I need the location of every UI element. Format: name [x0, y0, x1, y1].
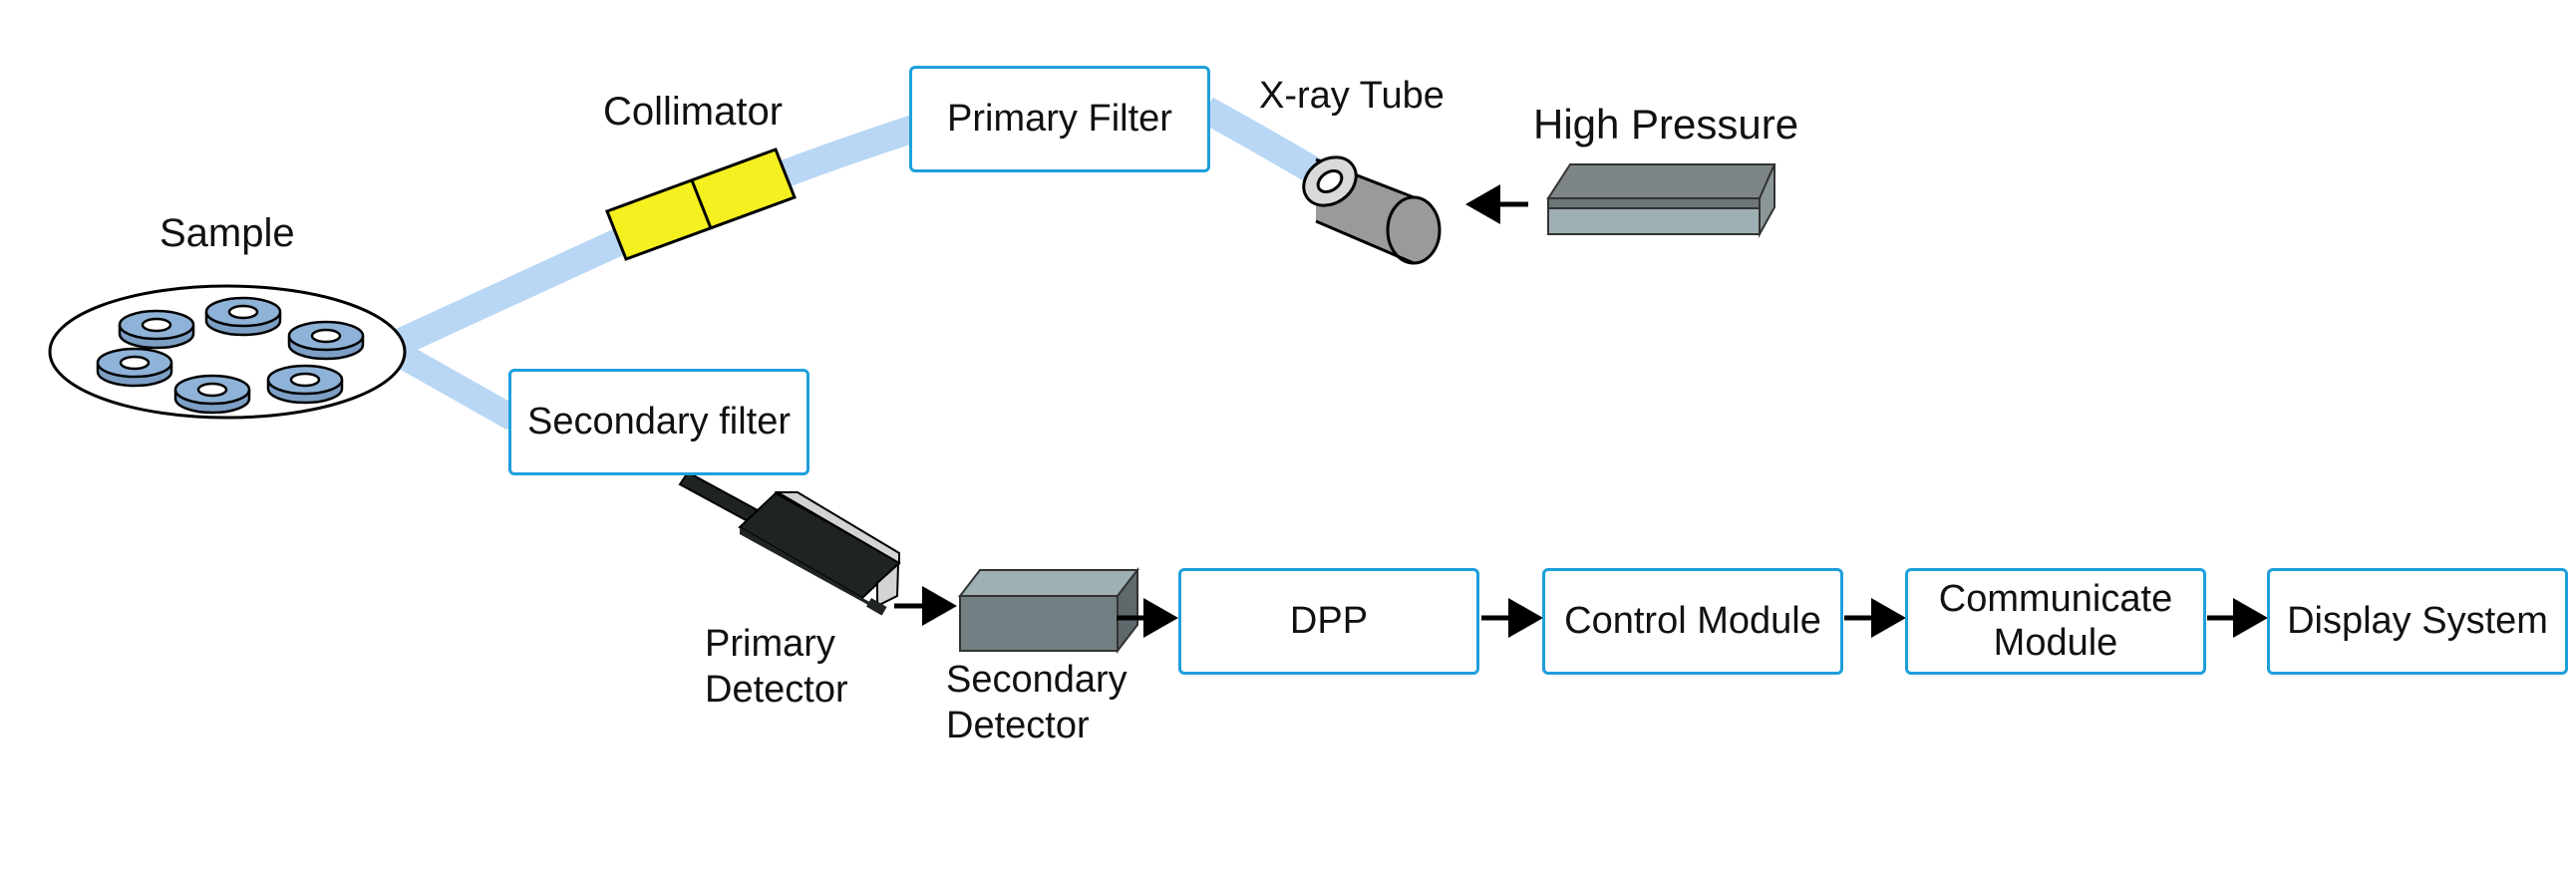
primary-detector-device — [678, 470, 901, 616]
secondary-filter-box: Secondary filter — [508, 369, 809, 475]
sample-tray — [48, 284, 407, 420]
primary-detector-label: Primary Detector — [705, 623, 848, 711]
sample-disc — [96, 347, 173, 388]
sample-disc — [173, 374, 251, 415]
sample-disc — [287, 320, 365, 361]
collimator-label: Collimator — [603, 90, 784, 134]
primary-filter-box: Primary Filter — [909, 66, 1210, 172]
control-module-box: Control Module — [1542, 568, 1843, 675]
high-pressure-label: High Pressure — [1533, 101, 1799, 147]
high-pressure-unit — [1546, 163, 1776, 238]
secondary-detector-device — [957, 567, 1140, 654]
collimator-device — [605, 147, 797, 261]
sample-disc — [204, 296, 282, 337]
display-system-box: Display System — [2267, 568, 2568, 675]
sample-disc — [118, 309, 195, 350]
sample-label: Sample — [160, 211, 295, 255]
xray-tube-label: X-ray Tube — [1259, 75, 1445, 117]
secondary-detector-label: Secondary Detector — [946, 659, 1127, 746]
communicate-module-box: Communicate Module — [1905, 568, 2206, 675]
sample-disc — [266, 364, 344, 405]
dpp-box: DPP — [1178, 568, 1479, 675]
xray-tube-device — [1302, 155, 1442, 265]
flow-arrows — [894, 184, 2268, 638]
